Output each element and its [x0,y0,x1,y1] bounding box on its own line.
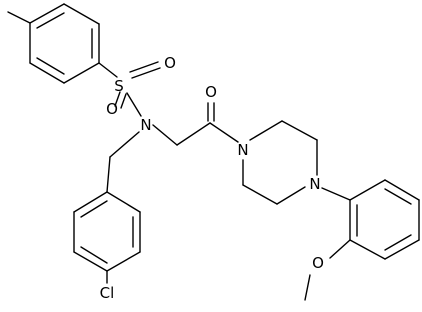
chlorophenyl-ring [73,191,141,284]
atom-oxygen-methoxy: O [312,254,324,272]
n-substituent-bonds [106,102,239,193]
methoxyphenyl-ring [304,179,420,301]
sulfonyl-group [98,61,161,117]
atom-sulfur: S [114,77,124,95]
atom-nitrogen-piperazine-2: N [309,175,320,193]
atom-nitrogen-piperazine-1: N [237,141,248,159]
atom-nitrogen-sulfonamide: N [140,116,151,134]
atom-oxygen-carbonyl: O [205,83,217,101]
atom-chlorine: Cl [100,284,115,302]
atom-oxygen-sulfonyl-2: O [106,100,118,118]
atom-oxygen-sulfonyl-1: O [164,54,176,72]
tolyl-ring [7,3,100,84]
piperazine-ring [242,120,318,205]
